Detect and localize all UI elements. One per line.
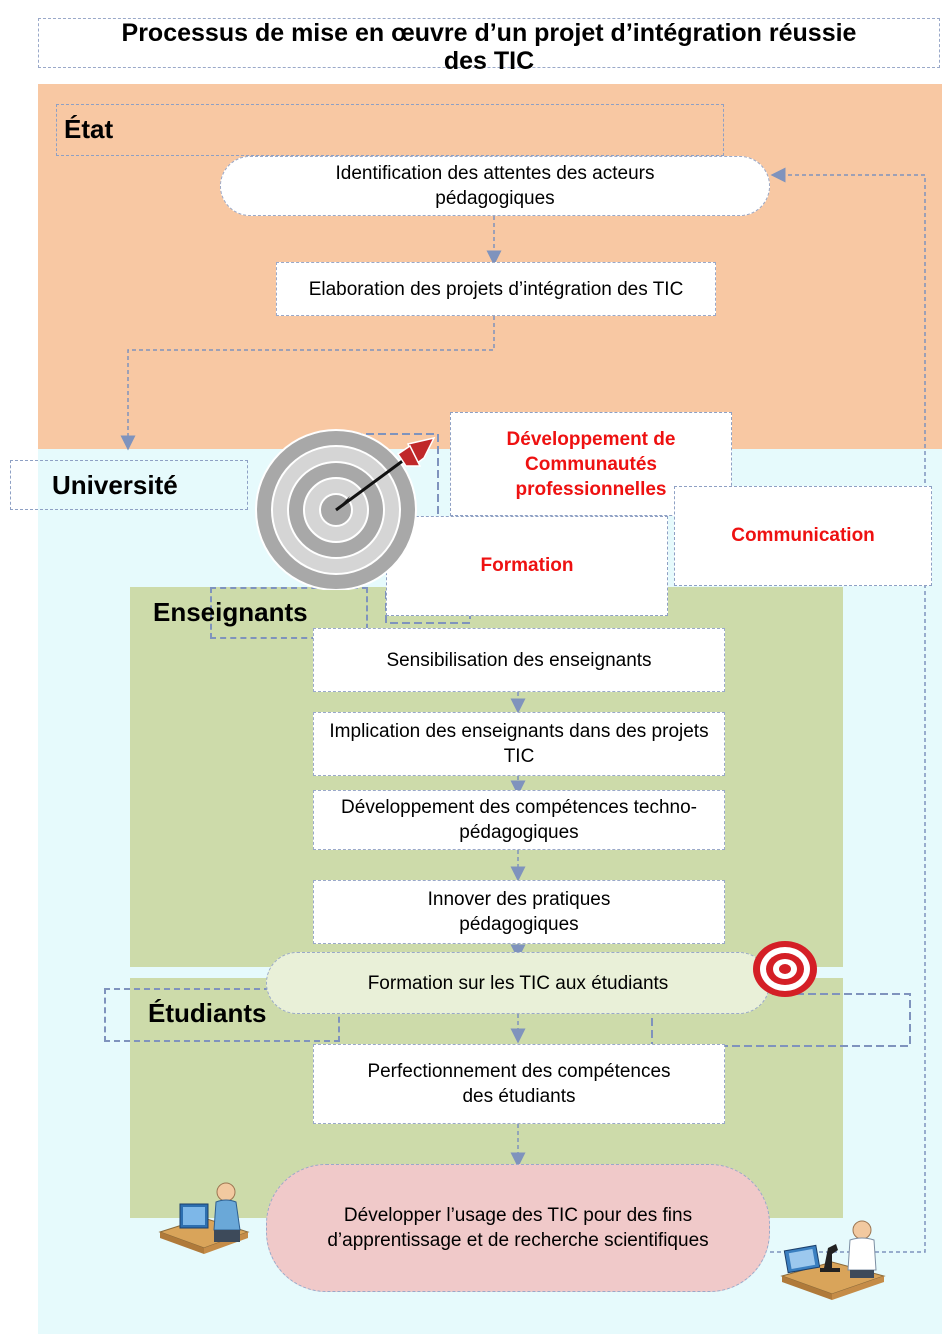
node-formation-etudiants-text: Formation sur les TIC aux étudiants (367, 972, 669, 994)
enseignants-label: Enseignants (153, 597, 308, 627)
node-developper-usage: Développer l’usage des TIC pour des fins… (266, 1164, 770, 1292)
node-developpement-competences-text: Développement des compétences techno-péd… (341, 797, 697, 843)
universite-label: Université (52, 470, 178, 500)
node-perfectionnement-text: Perfectionnement des compétences des étu… (367, 1061, 671, 1107)
callout-communication-text: Communication (731, 525, 875, 546)
red-target-icon (753, 941, 817, 997)
node-implication: Implication des enseignants dans des pro… (313, 712, 725, 776)
node-elaboration-text: Elaboration des projets d’intégration de… (308, 278, 684, 300)
callout-communautes-text: Développement de Communautés professionn… (506, 429, 676, 500)
etat-label: État (64, 114, 114, 144)
etat-label-frame (56, 104, 724, 156)
connector-feedback-loop (770, 167, 926, 1253)
node-elaboration: Elaboration des projets d’intégration de… (276, 262, 716, 316)
person-with-microscope-icon (780, 1220, 886, 1300)
callout-formation-box: Formation (386, 516, 668, 616)
node-perfectionnement: Perfectionnement des compétences des étu… (313, 1044, 725, 1124)
node-implication-text: Implication des enseignants dans des pro… (329, 721, 709, 767)
node-sensibilisation-text: Sensibilisation des enseignants (386, 649, 652, 671)
red-target-frame (651, 993, 911, 1047)
node-developpement-competences: Développement des compétences techno-péd… (313, 790, 725, 850)
callout-formation-text: Formation (480, 555, 574, 576)
person-at-computer-icon (158, 1182, 250, 1254)
node-innover-text: Innover des pratiques pédagogiques (427, 889, 611, 935)
node-developper-usage-text: Développer l’usage des TIC pour des fins… (327, 1205, 709, 1251)
callout-communication-box: Communication (674, 486, 932, 586)
diagram-title: Processus de mise en œuvre d’un projet d… (38, 18, 940, 75)
etudiants-label: Étudiants (148, 998, 267, 1028)
node-identification: Identification des attentes des acteurs … (220, 156, 770, 216)
node-innover: Innover des pratiques pédagogiques (313, 880, 725, 944)
etudiants-label-frame (104, 988, 340, 1042)
archery-target-with-arrow-icon (255, 429, 436, 590)
diagram-title-text: Processus de mise en œuvre d’un projet d… (121, 19, 857, 75)
connector-elaboration-universite (120, 316, 495, 451)
universite-label-frame (10, 460, 248, 510)
node-formation-etudiants: Formation sur les TIC aux étudiants (266, 952, 770, 1014)
enseignants-label-frame (210, 587, 368, 639)
node-sensibilisation: Sensibilisation des enseignants (313, 628, 725, 692)
node-identification-text: Identification des attentes des acteurs … (335, 163, 655, 209)
